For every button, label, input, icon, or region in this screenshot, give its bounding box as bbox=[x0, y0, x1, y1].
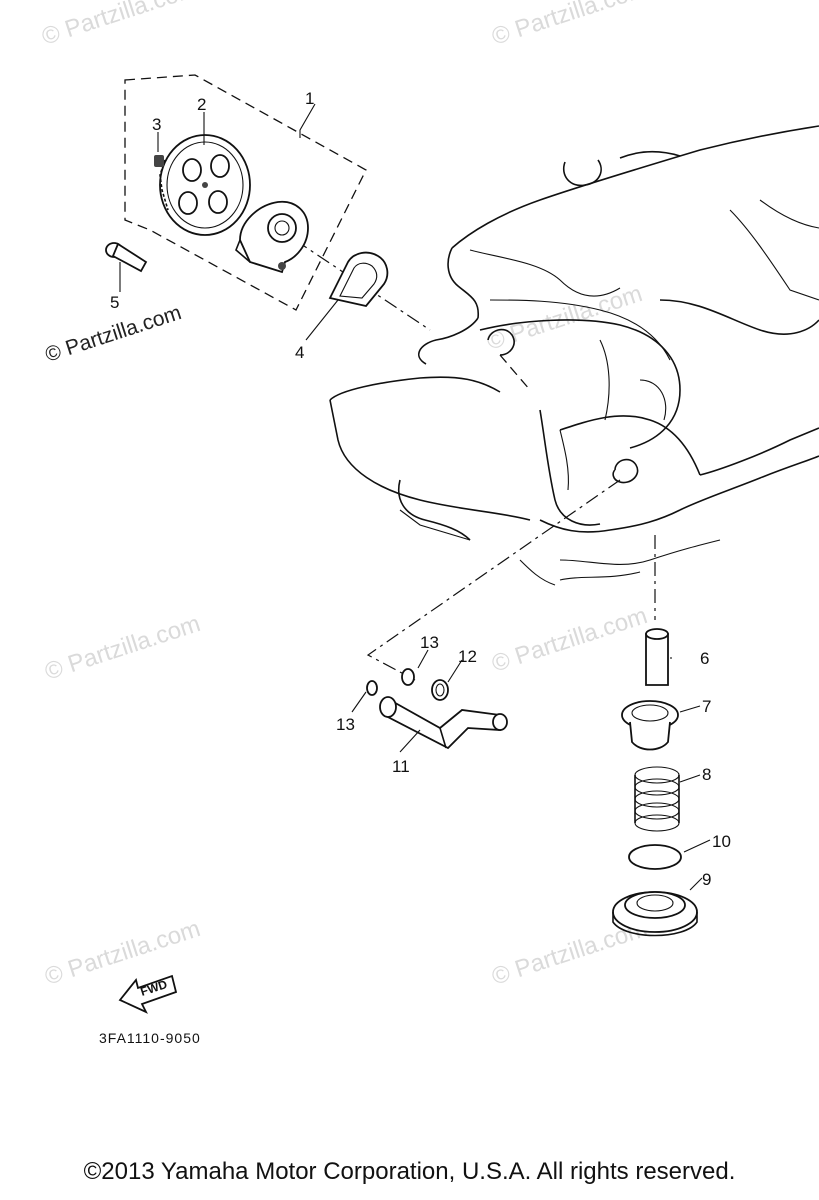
callout-numbers: 1 2 3 4 5 6 7 8 9 10 11 12 13 13 bbox=[110, 89, 731, 889]
oil-pump-housing bbox=[235, 200, 309, 274]
watermark: © Partzilla.com bbox=[42, 610, 204, 686]
callout-13: 13 bbox=[336, 715, 355, 734]
o-ring bbox=[628, 844, 682, 870]
circlip bbox=[431, 679, 449, 701]
callout-12: 12 bbox=[458, 647, 477, 666]
pin bbox=[154, 155, 164, 167]
watermark: © Partzilla.com bbox=[484, 280, 646, 356]
bolt bbox=[105, 242, 148, 273]
o-ring-small bbox=[366, 680, 378, 696]
crankcase-outline bbox=[329, 125, 819, 586]
strainer-cap bbox=[621, 700, 679, 751]
spring bbox=[634, 766, 680, 832]
watermark: © Partzilla.com bbox=[39, 0, 201, 51]
pump-assembly-box bbox=[124, 74, 367, 311]
gasket bbox=[328, 251, 389, 307]
watermark: © Partzilla.com bbox=[42, 915, 204, 991]
callout-11: 11 bbox=[392, 757, 410, 776]
copyright-notice: ©2013 Yamaha Motor Corporation, U.S.A. A… bbox=[83, 1158, 736, 1185]
callout-leaders bbox=[119, 103, 711, 891]
oil-pump-gear bbox=[159, 134, 251, 236]
fitting-pipe bbox=[379, 696, 508, 750]
callout-6: 6 bbox=[700, 649, 709, 668]
watermark: © Partzilla.com bbox=[489, 602, 651, 678]
callout-5: 5 bbox=[110, 293, 119, 312]
callout-10: 10 bbox=[712, 832, 731, 851]
fwd-arrow-icon: FWD bbox=[118, 974, 178, 1014]
watermark: © Partzilla.com bbox=[489, 0, 651, 51]
drain-plug bbox=[612, 891, 698, 937]
callout-1: 1 bbox=[305, 89, 314, 108]
callout-13: 13 bbox=[420, 633, 439, 652]
diagram-part-number: 3FA1110-9050 bbox=[99, 1030, 201, 1046]
callout-8: 8 bbox=[702, 765, 711, 784]
callout-3: 3 bbox=[152, 115, 161, 134]
watermark-group: © Partzilla.com © Partzilla.com © Partzi… bbox=[39, 0, 651, 991]
callout-9: 9 bbox=[702, 870, 711, 889]
callout-2: 2 bbox=[197, 95, 206, 114]
o-ring-small bbox=[401, 668, 415, 686]
callout-7: 7 bbox=[702, 697, 711, 716]
callout-4: 4 bbox=[295, 343, 304, 362]
pipe bbox=[645, 628, 669, 686]
